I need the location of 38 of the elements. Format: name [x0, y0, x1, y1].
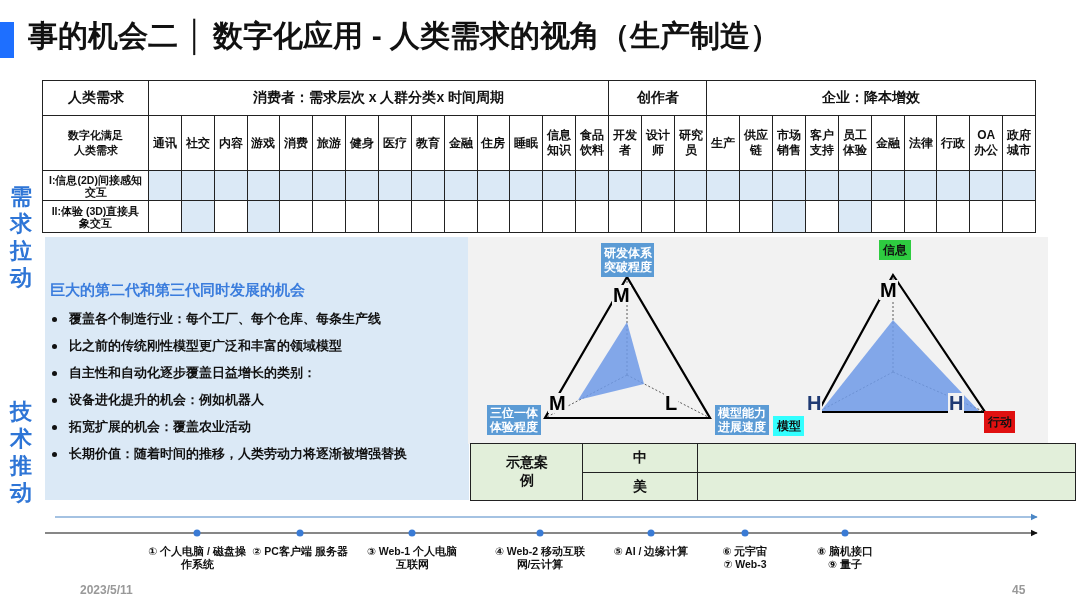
side-label: 需求拉动 — [8, 183, 33, 291]
axis-tag: 模型能力进展速度 — [715, 405, 769, 435]
axis-level-letter: L — [664, 393, 679, 413]
timeline-label: ⑦ Web-3 — [722, 558, 768, 571]
page-number: 45 — [1012, 583, 1026, 597]
timeline-label: ① 个人电脑 / 磁盘操作系统 — [147, 545, 247, 571]
timeline-label: ③ Web-1 个人电脑互联网 — [365, 545, 458, 571]
axis-tag: 三位一体体验程度 — [487, 405, 541, 435]
row-header: 中 — [582, 443, 698, 473]
timeline-label: ⑥ 元宇宙 — [721, 545, 769, 558]
bullet-item: 长期价值：随着时间的推移，人类劳动力将逐渐被增强替换 — [69, 446, 407, 463]
axis-tag: 模型 — [773, 416, 804, 436]
slide-title: 事的机会二 │ 数字化应用 - 人类需求的视角（生产制造） — [28, 16, 781, 57]
text-panel — [45, 237, 469, 500]
column-header: 人类需求 — [42, 80, 149, 116]
timeline-label: ④ Web-2 移动互联网/云计算 — [493, 545, 586, 571]
timeline-label: ② PC客户端 服务器 — [251, 545, 349, 558]
timeline-label: ⑤ AI / 边缘计算 — [612, 545, 690, 558]
column-header: 企业：降本增效 — [706, 80, 1036, 116]
row-header: 美 — [582, 472, 698, 501]
bullet-item: 覆盖各个制造行业：每个工厂、每个仓库、每条生产线 — [69, 311, 381, 328]
bullet-item: 比之前的传统刚性模型更广泛和丰富的领域模型 — [69, 338, 342, 355]
bullet-item: 设备进化提升的机会：例如机器人 — [69, 392, 264, 409]
axis-level-letter: M — [612, 285, 631, 305]
slide-date: 2023/5/11 — [80, 583, 133, 597]
axis-tag: 行动 — [984, 411, 1015, 433]
axis-tag: 信息 — [879, 240, 911, 260]
axis-level-letter: M — [879, 280, 898, 300]
bullet-item: 自主性和自动化逐步覆盖日益增长的类别： — [69, 365, 316, 382]
axis-level-letter: H — [948, 393, 965, 413]
timeline-label: ⑨ 量子 — [827, 558, 863, 571]
bullet-item: 拓宽扩展的机会：覆盖农业活动 — [69, 419, 251, 436]
row-header: 示意案例 — [470, 443, 583, 501]
timeline-label: ⑧ 脑机接口 — [816, 545, 874, 558]
panel-heading: 巨大的第二代和第三代同时发展的机会 — [50, 281, 306, 300]
axis-level-letter: M — [548, 393, 567, 413]
axis-tag: 研发体系突破程度 — [601, 243, 654, 277]
axis-level-letter: H — [806, 393, 823, 413]
